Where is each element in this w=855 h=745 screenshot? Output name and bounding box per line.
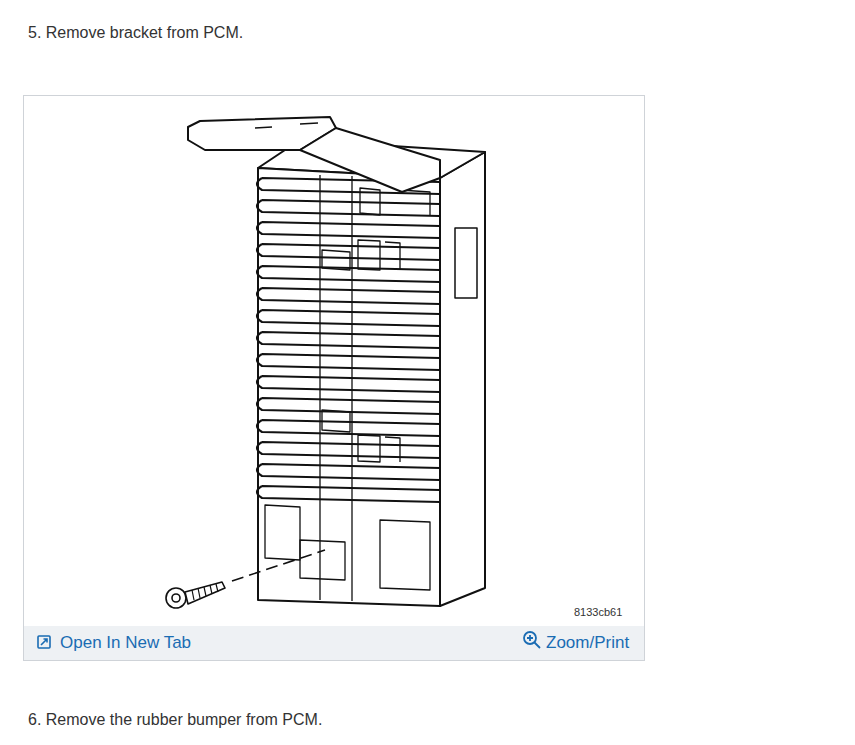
zoom-icon xyxy=(524,632,540,648)
image-id: 8133cb61 xyxy=(574,606,622,618)
heat-sink-fin xyxy=(257,266,440,282)
heat-sink-fin xyxy=(257,464,440,480)
toolbar-link: Zoom/Print xyxy=(546,633,629,653)
heat-sink-fin xyxy=(257,288,440,304)
heat-sink-fin xyxy=(257,486,440,502)
heat-sink-fin xyxy=(257,420,440,436)
figure-toolbar xyxy=(24,626,644,660)
toolbar-link: Open In New Tab xyxy=(60,633,191,653)
step-text: 6. Remove the rubber bumper from PCM. xyxy=(28,711,322,729)
heat-sink-fin xyxy=(257,442,440,458)
heat-sink-fin xyxy=(257,222,440,238)
heat-sink-fin xyxy=(257,332,440,348)
heat-sink-fin xyxy=(257,310,440,326)
figure-frame xyxy=(24,96,645,661)
step-text: 5. Remove bracket from PCM. xyxy=(28,24,243,42)
heat-sink-fin xyxy=(257,354,440,370)
heat-sink-fin xyxy=(257,376,440,392)
pcm-module xyxy=(166,117,485,608)
new-tab-icon xyxy=(38,636,50,648)
heat-sink-fin xyxy=(257,200,440,216)
